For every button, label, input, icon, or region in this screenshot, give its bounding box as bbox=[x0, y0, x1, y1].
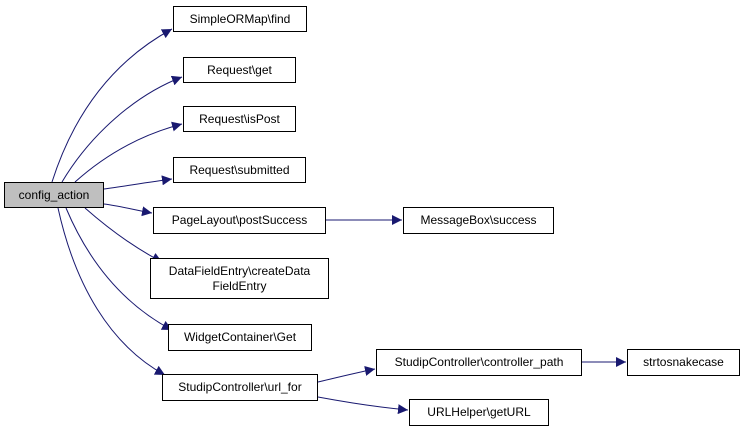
node-get[interactable]: Request\get bbox=[183, 57, 296, 83]
edge-urlFor-getURL bbox=[317, 396, 409, 415]
edge-config_action-urlFor bbox=[57, 207, 166, 376]
node-submitted[interactable]: Request\submitted bbox=[173, 157, 306, 183]
edge-config_action-get bbox=[61, 75, 183, 183]
node-postSuccess-label: PageLayout\postSuccess bbox=[171, 213, 308, 227]
node-urlFor-label: StudipController\url_for bbox=[178, 380, 302, 394]
node-config_action-label: config_action bbox=[18, 187, 90, 202]
node-strtosnakecase-label: strtosnakecase bbox=[643, 355, 724, 369]
node-find-label: SimpleORMap\find bbox=[189, 11, 291, 26]
node-urlFor[interactable]: StudipController\url_for bbox=[162, 374, 318, 401]
edge-config_action-widgetGet bbox=[65, 207, 173, 331]
node-createData-label-line2: FieldEntry bbox=[212, 278, 267, 293]
edge-config_action-isPost bbox=[74, 121, 183, 183]
node-widgetGet[interactable]: WidgetContainer\Get bbox=[168, 324, 312, 351]
node-getURL-label: URLHelper\getURL bbox=[427, 405, 531, 419]
edge-config_action-find bbox=[51, 28, 173, 183]
node-find[interactable]: SimpleORMap\find bbox=[173, 6, 307, 32]
node-strtosnakecase[interactable]: strtosnakecase bbox=[627, 349, 740, 376]
node-success-label: MessageBox\success bbox=[420, 213, 537, 227]
node-getURL[interactable]: URLHelper\getURL bbox=[409, 399, 549, 426]
node-controllerPath[interactable]: StudipController\controller_path bbox=[376, 349, 582, 376]
node-success[interactable]: MessageBox\success bbox=[403, 207, 554, 234]
node-widgetGet-label: WidgetContainer\Get bbox=[183, 330, 297, 344]
node-config_action[interactable]: config_action bbox=[4, 182, 104, 208]
node-isPost[interactable]: Request\isPost bbox=[183, 106, 296, 132]
edge-config_action-createData bbox=[84, 207, 163, 263]
edge-config_action-submitted bbox=[103, 175, 173, 190]
node-postSuccess[interactable]: PageLayout\postSuccess bbox=[153, 207, 326, 234]
node-isPost-label: Request\isPost bbox=[199, 111, 280, 126]
edge-urlFor-controllerPath bbox=[317, 366, 376, 383]
edge-config_action-postSuccess bbox=[103, 203, 153, 217]
node-get-label: Request\get bbox=[207, 62, 272, 77]
node-createData-label-line1: DataFieldEntry\createData bbox=[168, 263, 311, 278]
node-submitted-label: Request\submitted bbox=[189, 162, 290, 177]
node-createData[interactable]: DataFieldEntry\createData FieldEntry bbox=[150, 258, 329, 299]
node-controllerPath-label: StudipController\controller_path bbox=[394, 355, 564, 369]
